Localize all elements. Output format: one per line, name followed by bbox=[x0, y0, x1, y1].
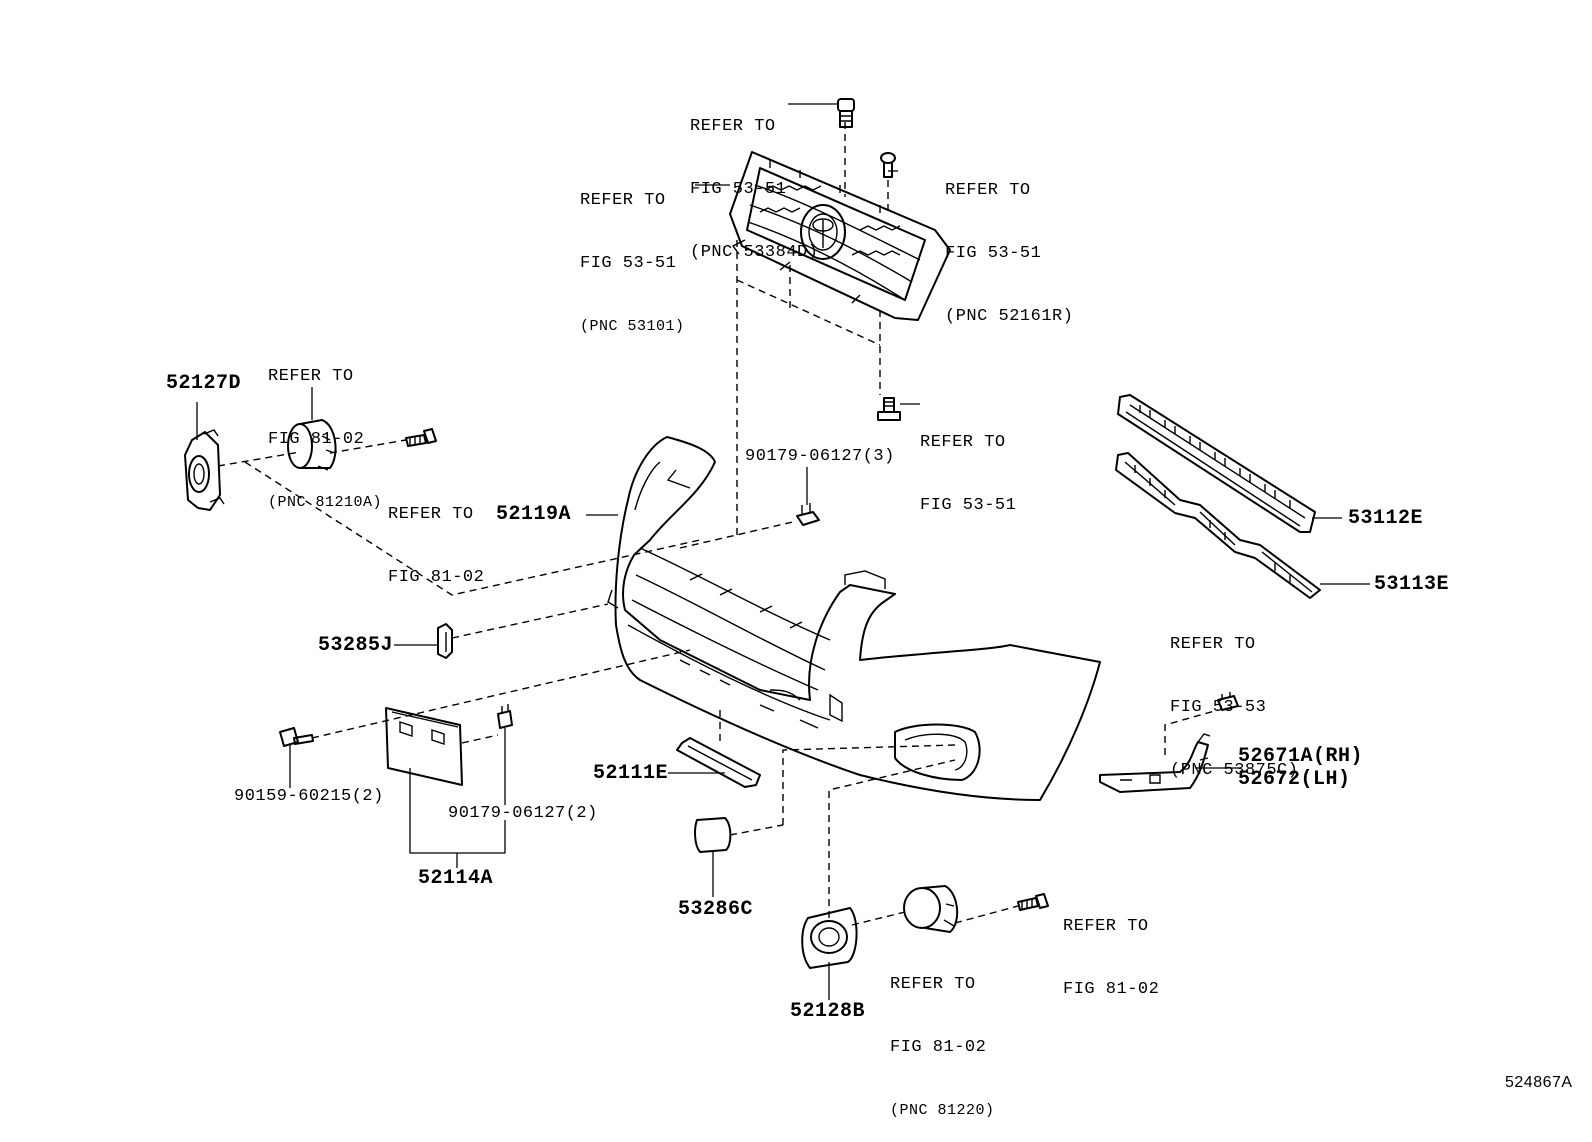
fog-screw-left[interactable] bbox=[405, 428, 437, 447]
screw-90159-60215[interactable] bbox=[279, 727, 314, 747]
part-number-52128B[interactable]: 52128B bbox=[790, 1000, 866, 1023]
ref-line: FIG 53-53 bbox=[1170, 698, 1267, 717]
ref-line: (PNC 81220) bbox=[890, 1102, 995, 1119]
grille-clip-right[interactable] bbox=[880, 152, 896, 178]
assembly-lines bbox=[217, 122, 1219, 926]
grille-clip-top[interactable] bbox=[837, 98, 855, 128]
ref-line: REFER TO bbox=[1063, 917, 1149, 936]
part-number-52119A[interactable]: 52119A bbox=[496, 503, 572, 526]
clip-90179-06127-3[interactable] bbox=[796, 503, 820, 526]
part-number-90179-06127-3[interactable]: 90179-06127(3) bbox=[745, 447, 895, 466]
ref-fog-lamp-left: REFER TO FIG 81-02 (PNC 81210A) bbox=[268, 324, 382, 534]
ref-line: (PNC 52161R) bbox=[945, 307, 1074, 326]
strip-52111E[interactable] bbox=[676, 737, 761, 788]
ref-line: FIG 81-02 bbox=[890, 1038, 987, 1057]
part-number-53285J[interactable]: 53285J bbox=[318, 634, 394, 657]
ref-retainer-right: REFER TO FIG 53-53 (PNC 53875C) bbox=[1170, 592, 1298, 802]
fog-lamp-right[interactable] bbox=[903, 885, 959, 933]
grille-screw-bottom[interactable] bbox=[877, 397, 901, 421]
ref-line: FIG 53-51 bbox=[580, 254, 677, 273]
ref-line: FIG 53-51 bbox=[945, 244, 1042, 263]
fog-cover-right[interactable] bbox=[801, 907, 858, 969]
part-number-53286C[interactable]: 53286C bbox=[678, 898, 754, 921]
part-number-52111E[interactable]: 52111E bbox=[593, 762, 669, 785]
front-bumper-cover[interactable] bbox=[607, 436, 1101, 801]
ref-grille: REFER TO FIG 53-51 (PNC 53101) bbox=[580, 148, 685, 358]
part-number-52672-lh[interactable]: 52672(LH) bbox=[1238, 768, 1351, 791]
lower-grille-53112E[interactable] bbox=[1117, 394, 1316, 533]
ref-line: REFER TO bbox=[690, 117, 776, 136]
ref-line: REFER TO bbox=[920, 433, 1006, 452]
upper-grille[interactable] bbox=[729, 151, 951, 321]
ref-line: REFER TO bbox=[268, 367, 354, 386]
ref-grille-bottom-screw: REFER TO FIG 53-51 bbox=[920, 390, 1016, 537]
part-number-90179-06127-2[interactable]: 90179-06127(2) bbox=[448, 804, 598, 823]
part-number-53113E[interactable]: 53113E bbox=[1374, 573, 1450, 596]
part-number-52671A-rh[interactable]: 52671A(RH) bbox=[1238, 745, 1364, 768]
ref-line: FIG 81-02 bbox=[268, 430, 365, 449]
retainer-53875C[interactable] bbox=[1217, 692, 1239, 711]
ref-line: REFER TO bbox=[580, 191, 666, 210]
fog-cover-left[interactable] bbox=[184, 429, 225, 511]
ref-line: REFER TO bbox=[890, 975, 976, 994]
bracket-53285J[interactable] bbox=[437, 623, 453, 659]
ref-grille-clip-top: REFER TO FIG 53-51 (PNC 53384D) bbox=[690, 74, 818, 284]
ref-line: REFER TO bbox=[945, 181, 1031, 200]
license-plate-bracket[interactable] bbox=[385, 707, 463, 786]
ref-line: (PNC 53101) bbox=[580, 318, 685, 335]
part-number-53112E[interactable]: 53112E bbox=[1348, 507, 1424, 530]
ref-line: (PNC 53384D) bbox=[690, 243, 819, 262]
side-bracket-52671A-52672[interactable] bbox=[1099, 733, 1211, 793]
toyota-emblem bbox=[800, 204, 846, 260]
ref-line: (PNC 53875C) bbox=[1170, 761, 1299, 780]
part-number-52114A[interactable]: 52114A bbox=[418, 867, 494, 890]
cover-53286C[interactable] bbox=[694, 817, 732, 853]
fog-lamp-left[interactable] bbox=[287, 419, 337, 471]
ref-grille-clip-right: REFER TO FIG 53-51 (PNC 52161R) bbox=[945, 138, 1073, 348]
ref-line: REFER TO bbox=[388, 505, 474, 524]
ref-line: FIG 53-51 bbox=[690, 180, 787, 199]
ref-line: REFER TO bbox=[1170, 635, 1256, 654]
ref-line: FIG 53-51 bbox=[920, 496, 1017, 515]
figure-id: 524867A bbox=[1505, 1074, 1573, 1091]
ref-fog-screw-right: REFER TO FIG 81-02 bbox=[1063, 874, 1159, 1021]
ref-line: FIG 81-02 bbox=[388, 568, 485, 587]
ref-fog-lamp-right: REFER TO FIG 81-02 (PNC 81220) bbox=[890, 932, 995, 1142]
ref-line: FIG 81-02 bbox=[1063, 980, 1160, 999]
part-number-90159-60215[interactable]: 90159-60215(2) bbox=[234, 787, 384, 806]
ref-fog-screw-left: REFER TO FIG 81-02 bbox=[388, 462, 484, 609]
parts-diagram bbox=[184, 98, 1370, 1000]
clip-90179-06127-2[interactable] bbox=[497, 704, 513, 729]
fog-screw-right[interactable] bbox=[1017, 893, 1049, 911]
lower-grille-53113E[interactable] bbox=[1115, 452, 1321, 599]
leader-lines bbox=[196, 103, 1370, 1000]
ref-line: (PNC 81210A) bbox=[268, 494, 383, 511]
part-number-52127D[interactable]: 52127D bbox=[166, 372, 242, 395]
